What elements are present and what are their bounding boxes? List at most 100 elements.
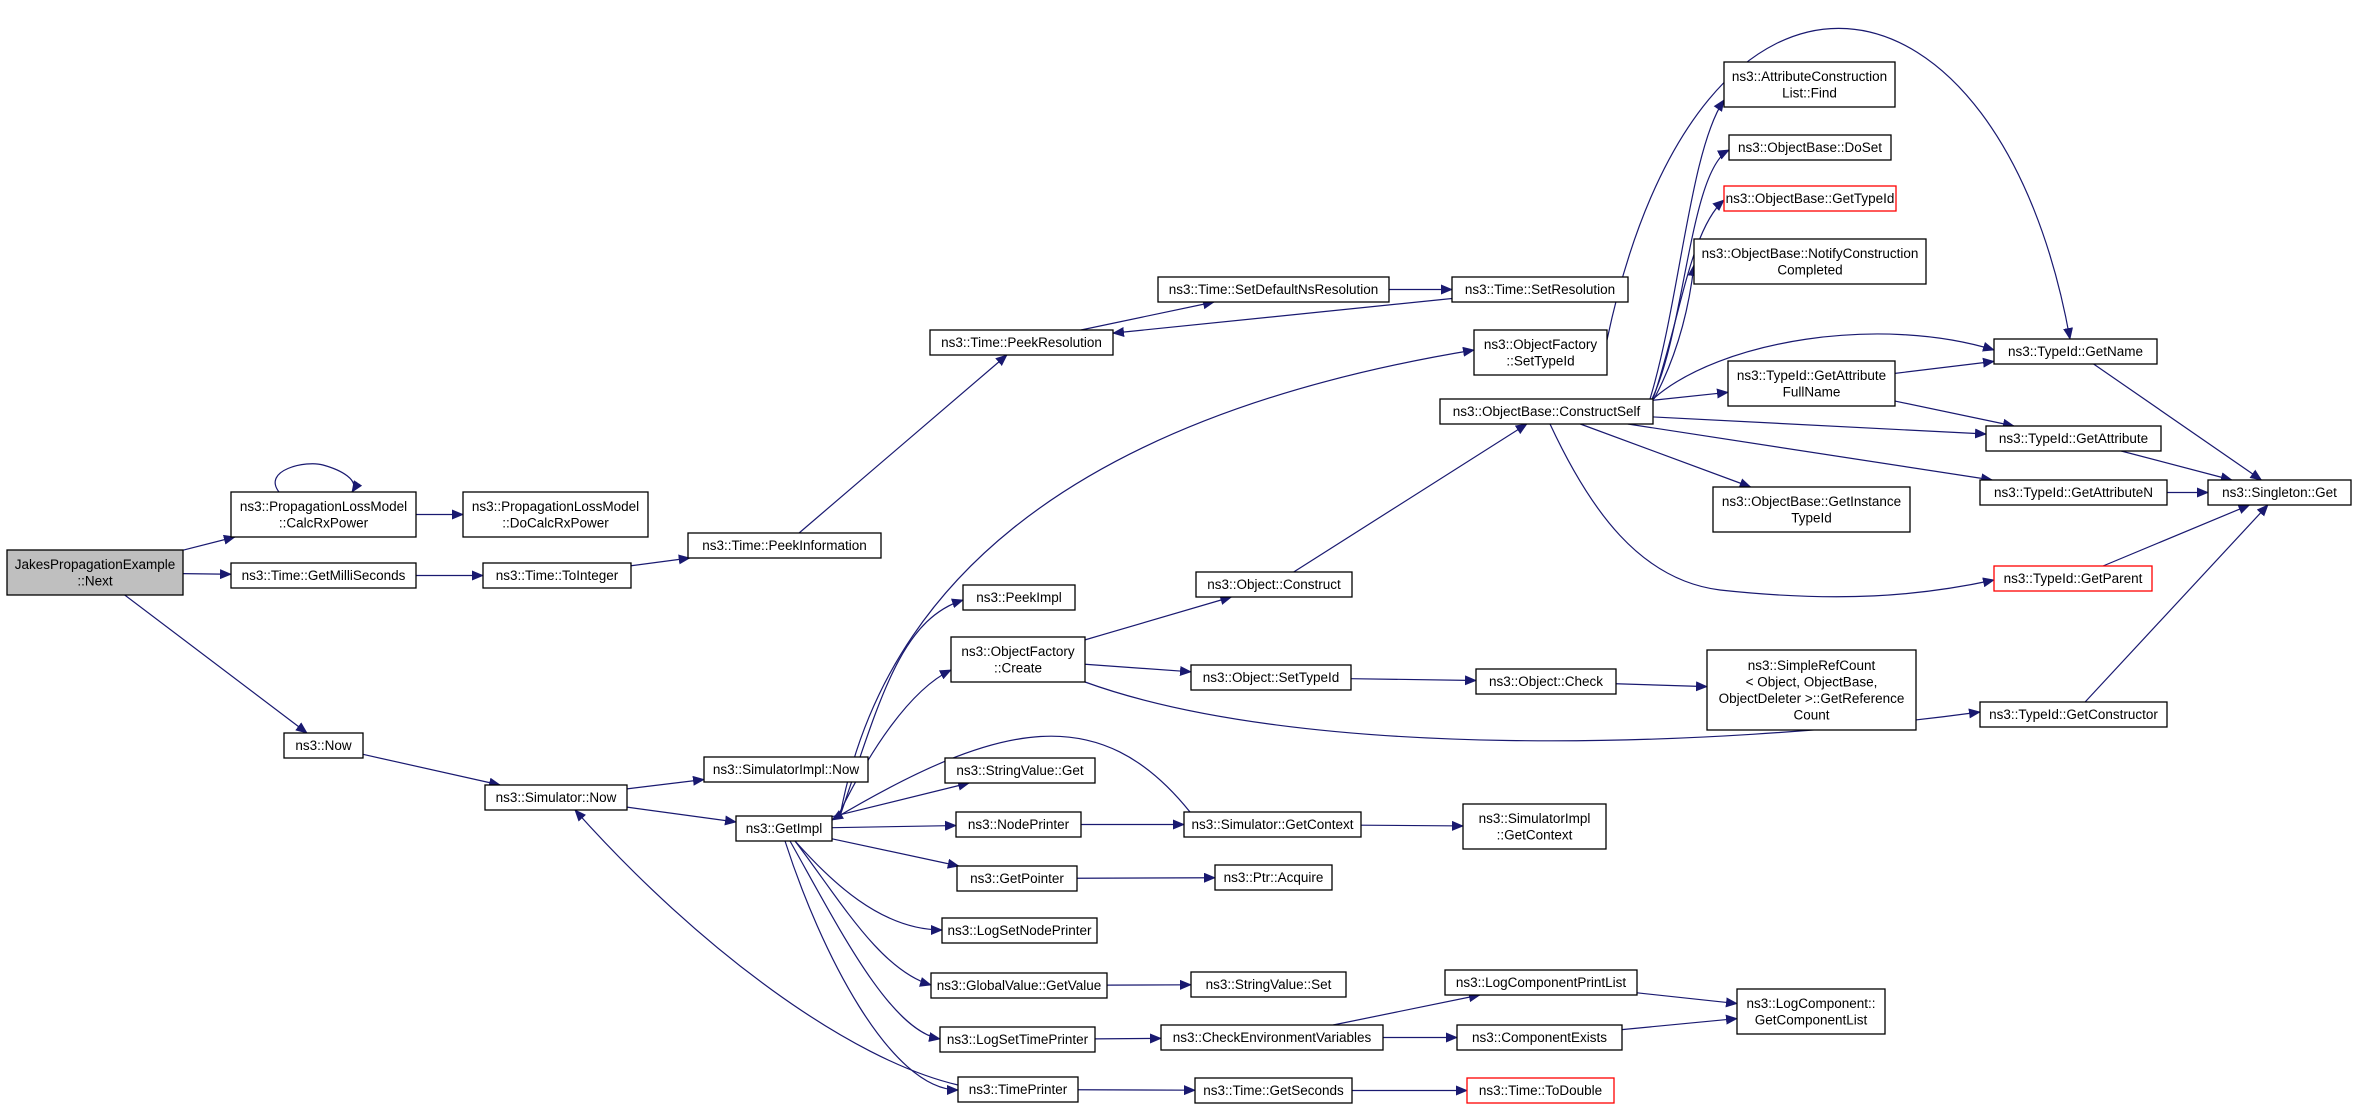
node-box xyxy=(1993,565,2153,592)
node-box xyxy=(1439,398,1654,425)
node-box xyxy=(1475,668,1617,695)
node-checkenv[interactable]: ns3::CheckEnvironmentVariables xyxy=(1160,1024,1384,1051)
node-compexists[interactable]: ns3::ComponentExists xyxy=(1456,1024,1623,1051)
node-singleton[interactable]: ns3::Singleton::Get xyxy=(2207,479,2352,506)
node-logprintlist[interactable]: ns3::LogComponentPrintList xyxy=(1444,969,1638,996)
node-setdefns[interactable]: ns3::Time::SetDefaultNsResolution xyxy=(1157,276,1390,303)
node-label: ns3::ObjectBase::DoSet xyxy=(1738,140,1882,155)
node-box xyxy=(1456,1024,1623,1051)
edge-getpointer-to-ptracquire xyxy=(1076,872,1216,883)
node-label: ns3::TypeId::GetAttribute xyxy=(1999,431,2148,446)
node-label: ns3::Object::Check xyxy=(1489,674,1603,689)
node-getpointer[interactable]: ns3::GetPointer xyxy=(956,865,1078,892)
edge-obconstructself-to-tidgetname xyxy=(1652,333,1995,400)
node-label: ns3::Time::PeekInformation xyxy=(702,538,867,553)
edge-peekinfo-to-peekres xyxy=(798,354,1008,534)
edge-getimpl-to-logsettime xyxy=(789,840,941,1042)
node-objcheck[interactable]: ns3::Object::Check xyxy=(1475,668,1617,695)
node-strset[interactable]: ns3::StringValue::Set xyxy=(1190,971,1347,998)
node-obnotify[interactable]: ns3::ObjectBase::NotifyConstructionCompl… xyxy=(1693,238,1927,285)
node-box xyxy=(1727,360,1896,407)
node-simimplnow[interactable]: ns3::SimulatorImpl::Now xyxy=(703,756,869,783)
node-objsettypeid[interactable]: ns3::Object::SetTypeId xyxy=(1190,664,1352,691)
node-box xyxy=(1190,971,1347,998)
node-simimplgetctx[interactable]: ns3::SimulatorImpl::GetContext xyxy=(1462,803,1607,850)
node-box xyxy=(484,784,628,811)
edge-peekres-to-setdefns xyxy=(1080,299,1216,331)
node-logsettime[interactable]: ns3::LogSetTimePrinter xyxy=(939,1026,1096,1053)
edge-ofsettypeid-to-tidgetname xyxy=(1606,28,2073,341)
node-label: ns3::TypeId::GetAttribute xyxy=(1737,368,1886,383)
node-label: < Object, ObjectBase, xyxy=(1746,674,1878,689)
node-simnow[interactable]: ns3::Simulator::Now xyxy=(484,784,628,811)
node-obconstructself[interactable]: ns3::ObjectBase::ConstructSelf xyxy=(1439,398,1654,425)
node-tidgetattrn[interactable]: ns3::TypeId::GetAttributeN xyxy=(1979,479,2168,506)
node-getseconds[interactable]: ns3::Time::GetSeconds xyxy=(1194,1077,1353,1104)
node-todouble[interactable]: ns3::Time::ToDouble xyxy=(1466,1077,1615,1104)
node-box xyxy=(1160,1024,1384,1051)
node-simgetctx[interactable]: ns3::Simulator::GetContext xyxy=(1183,811,1362,838)
node-tidgetctor[interactable]: ns3::TypeId::GetConstructor xyxy=(1979,701,2168,728)
node-logcomplist[interactable]: ns3::LogComponent::GetComponentList xyxy=(1736,988,1886,1035)
node-root[interactable]: JakesPropagationExample::Next xyxy=(6,549,184,596)
node-box xyxy=(1979,701,2168,728)
node-peekimpl[interactable]: ns3::PeekImpl xyxy=(962,584,1076,611)
node-label: ns3::SimulatorImpl xyxy=(1479,811,1591,826)
node-docalc[interactable]: ns3::PropagationLossModel::DoCalcRxPower xyxy=(462,491,649,538)
edge-ofcreate-to-objsettypeid xyxy=(1084,663,1192,677)
node-setres[interactable]: ns3::Time::SetResolution xyxy=(1451,276,1629,303)
node-tidgetattr[interactable]: ns3::TypeId::GetAttribute xyxy=(1985,425,2162,452)
node-box xyxy=(1462,803,1607,850)
node-label: ns3::StringValue::Set xyxy=(1206,977,1332,992)
node-box xyxy=(6,549,184,596)
node-box xyxy=(1190,664,1352,691)
node-nodeprinter[interactable]: ns3::NodePrinter xyxy=(955,811,1082,838)
node-label: ns3::PeekImpl xyxy=(976,590,1062,605)
node-label: ns3::TypeId::GetAttributeN xyxy=(1994,485,2153,500)
node-getimpl[interactable]: ns3::GetImpl xyxy=(735,815,833,842)
node-label: ns3::Time::PeekResolution xyxy=(941,335,1102,350)
node-tidgetparent[interactable]: ns3::TypeId::GetParent xyxy=(1993,565,2153,592)
edge-compexists-to-logcomplist xyxy=(1621,1014,1738,1031)
node-label: ::CalcRxPower xyxy=(279,515,369,530)
node-now[interactable]: ns3::Now xyxy=(283,732,364,759)
node-ofcreate[interactable]: ns3::ObjectFactory::Create xyxy=(950,636,1086,683)
edge-getimpl-to-nodeprinter xyxy=(831,820,957,831)
edge-setres-to-peekres xyxy=(1112,297,1453,338)
node-label: ns3::ObjectFactory xyxy=(961,644,1075,659)
node-box xyxy=(929,329,1114,356)
node-logsetnode[interactable]: ns3::LogSetNodePrinter xyxy=(941,917,1098,944)
node-timeprinter[interactable]: ns3::TimePrinter xyxy=(957,1076,1079,1103)
node-label: ns3::TypeId::GetParent xyxy=(2004,571,2143,586)
node-ptracquire[interactable]: ns3::Ptr::Acquire xyxy=(1214,864,1333,891)
edge-getimpl-to-getpointer xyxy=(831,838,960,869)
node-simplerefcount[interactable]: ns3::SimpleRefCount< Object, ObjectBase,… xyxy=(1706,649,1917,731)
node-getms[interactable]: ns3::Time::GetMilliSeconds xyxy=(230,562,417,589)
node-label: ns3::LogComponentPrintList xyxy=(1456,975,1627,990)
node-obdoset[interactable]: ns3::ObjectBase::DoSet xyxy=(1728,134,1892,161)
node-label: JakesPropagationExample xyxy=(15,557,176,572)
node-box xyxy=(1985,425,2162,452)
node-label: ns3::Time::ToDouble xyxy=(1479,1083,1602,1098)
node-label: ns3::TimePrinter xyxy=(969,1082,1068,1097)
node-calcrx[interactable]: ns3::PropagationLossModel::CalcRxPower xyxy=(230,491,417,538)
edge-obconstructself-to-tidgetparent xyxy=(1549,423,1995,598)
node-objconstruct[interactable]: ns3::Object::Construct xyxy=(1195,571,1353,598)
node-tidgetname[interactable]: ns3::TypeId::GetName xyxy=(1993,338,2158,365)
node-gvgetvalue[interactable]: ns3::GlobalValue::GetValue xyxy=(930,972,1108,999)
node-peekinfo[interactable]: ns3::Time::PeekInformation xyxy=(687,532,882,559)
node-ofsettypeid[interactable]: ns3::ObjectFactory::SetTypeId xyxy=(1473,329,1608,376)
edge-ofcreate-to-objconstruct xyxy=(1084,595,1233,641)
node-obgettypeid[interactable]: ns3::ObjectBase::GetTypeId xyxy=(1723,185,1897,212)
node-toint[interactable]: ns3::Time::ToInteger xyxy=(482,562,632,589)
node-box xyxy=(230,491,417,538)
node-label: ns3::LogSetNodePrinter xyxy=(947,923,1092,938)
node-label: ns3::Time::SetResolution xyxy=(1465,282,1615,297)
node-peekres[interactable]: ns3::Time::PeekResolution xyxy=(929,329,1114,356)
edge-layer xyxy=(124,28,2269,1096)
node-strget[interactable]: ns3::StringValue::Get xyxy=(944,757,1096,784)
node-label: ns3::ComponentExists xyxy=(1472,1030,1607,1045)
